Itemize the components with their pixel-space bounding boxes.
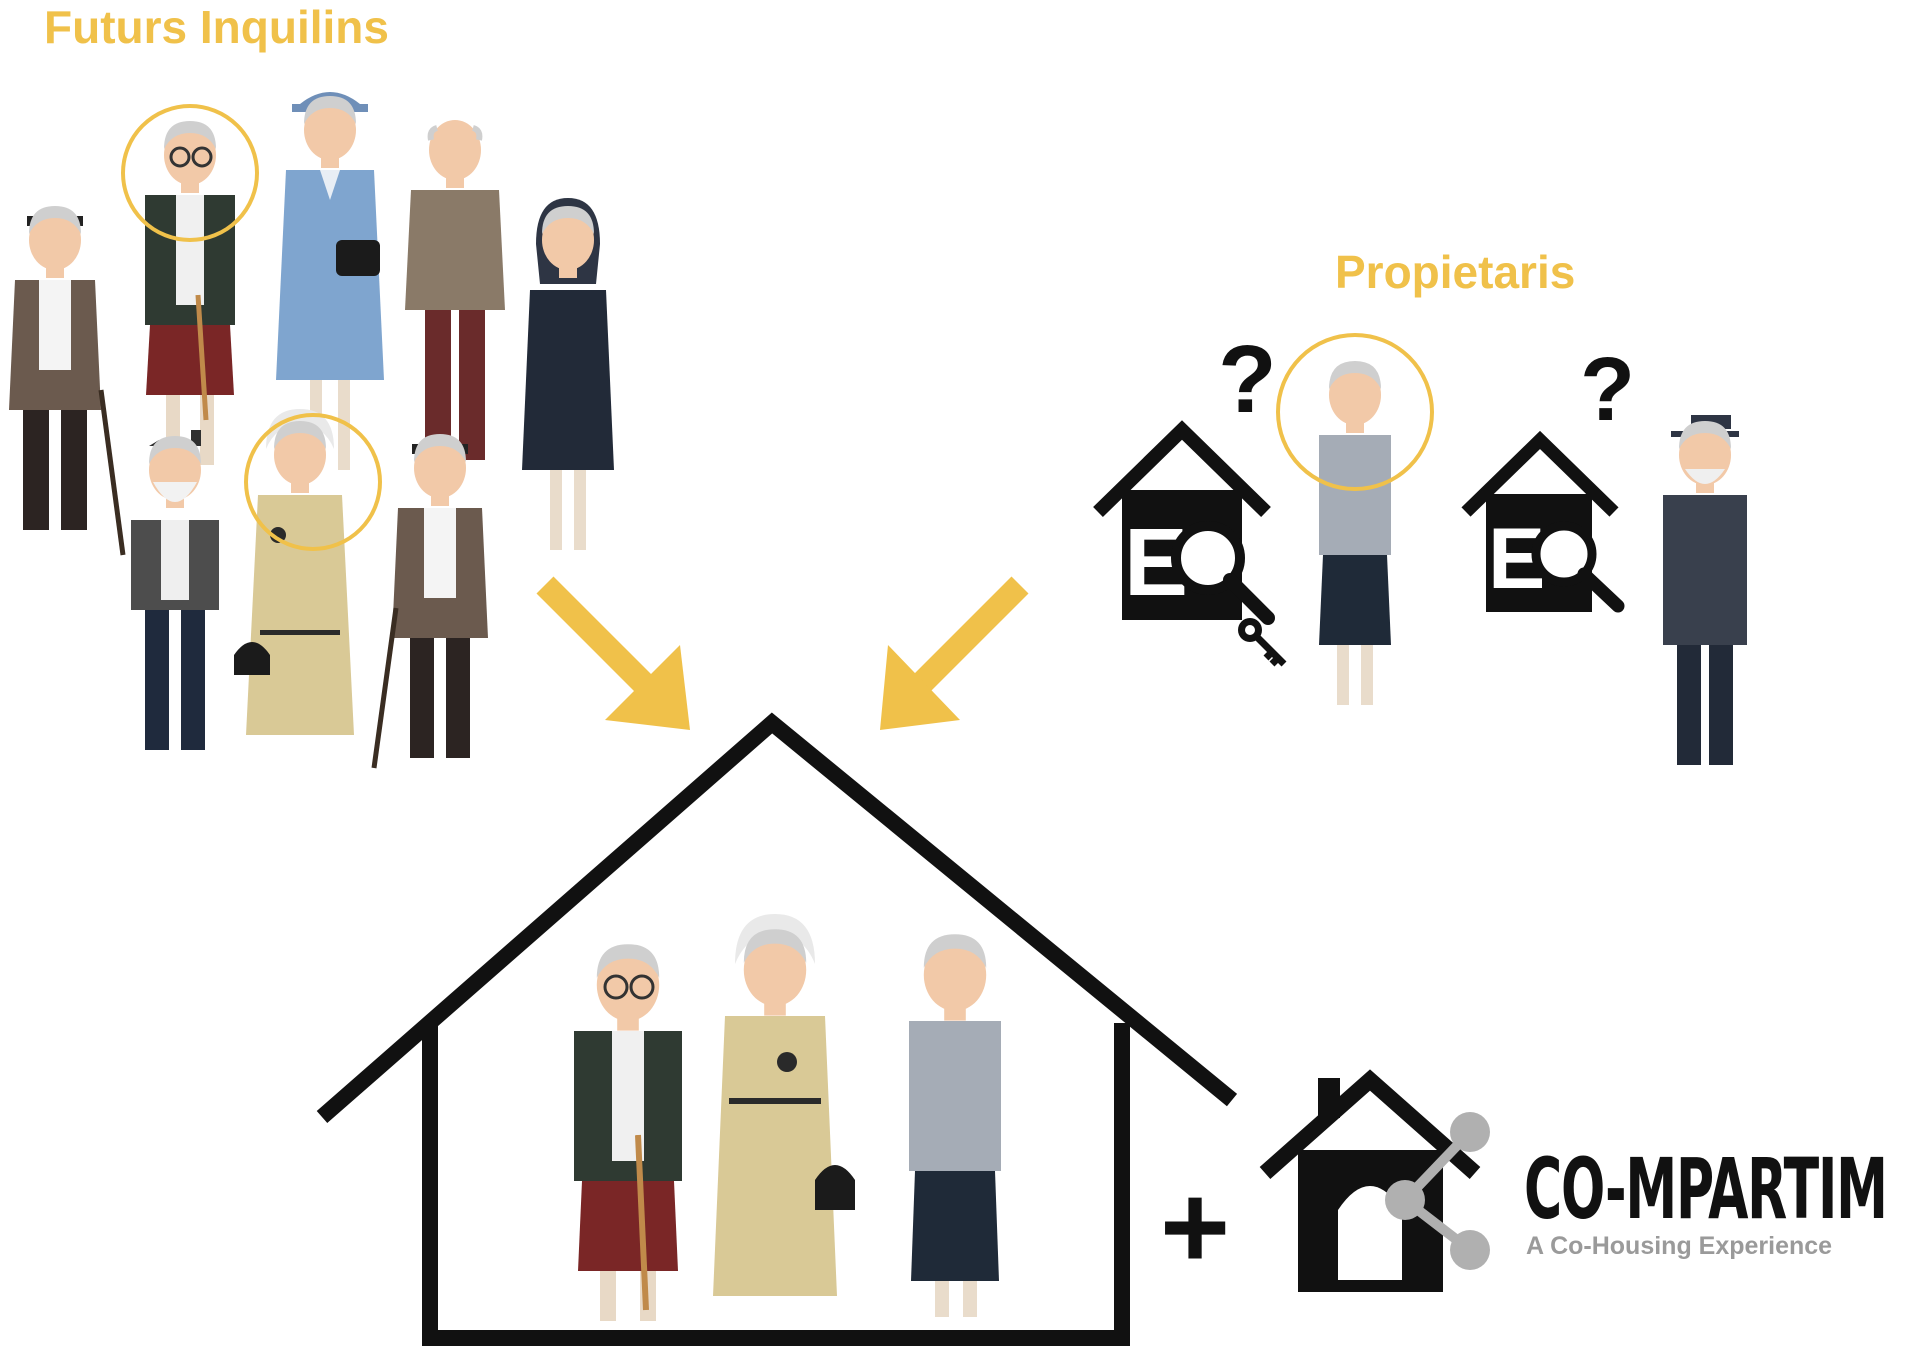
- owners-title: Propietaris: [1335, 246, 1576, 298]
- arrow-left-down-icon: [880, 576, 1029, 730]
- tenant-woman-glasses-figure: [145, 121, 235, 465]
- resident-woman-grey-jacket-figure: [909, 934, 1001, 1317]
- question-mark-icon: ?: [1218, 326, 1277, 433]
- question-mark-icon: ?: [1580, 340, 1635, 440]
- tenant-man-sweater-figure: [405, 120, 505, 460]
- brand-tagline: A Co-Housing Experience: [1526, 1232, 1833, 1260]
- highlight-ring: [121, 104, 259, 242]
- plus-sign: +: [1160, 1160, 1230, 1294]
- tenant-man-cap-figure: [9, 206, 126, 556]
- tenant-man-beard-figure: [131, 430, 219, 750]
- house-search-icon: E: [1093, 420, 1275, 625]
- tenant-woman-beige-dress-figure: [234, 409, 354, 735]
- shared-house-outline: [316, 712, 1238, 1346]
- owner-woman-figure: [1319, 361, 1391, 705]
- owner-man-figure: [1663, 415, 1747, 765]
- resident-woman-glasses-figure: [574, 944, 682, 1321]
- key-icon: [1238, 618, 1287, 667]
- brand-name: CO-MPARTIM: [1524, 1140, 1888, 1238]
- tenant-man-cane-figure: [371, 434, 488, 769]
- tenant-woman-headscarf-figure: [522, 198, 614, 550]
- future-tenants-group: [9, 92, 614, 769]
- house-search-icon: E: [1461, 430, 1625, 613]
- highlight-ring: [244, 413, 382, 551]
- co-mpartim-logo-icon: [1259, 1069, 1490, 1292]
- highlight-ring: [1276, 333, 1434, 491]
- resident-woman-beige-dress-figure: [713, 914, 855, 1296]
- future-tenants-title: Futurs Inquilins: [44, 1, 389, 53]
- arrow-right-down-icon: [536, 576, 690, 730]
- owners-group: E ? E ?: [1093, 326, 1747, 765]
